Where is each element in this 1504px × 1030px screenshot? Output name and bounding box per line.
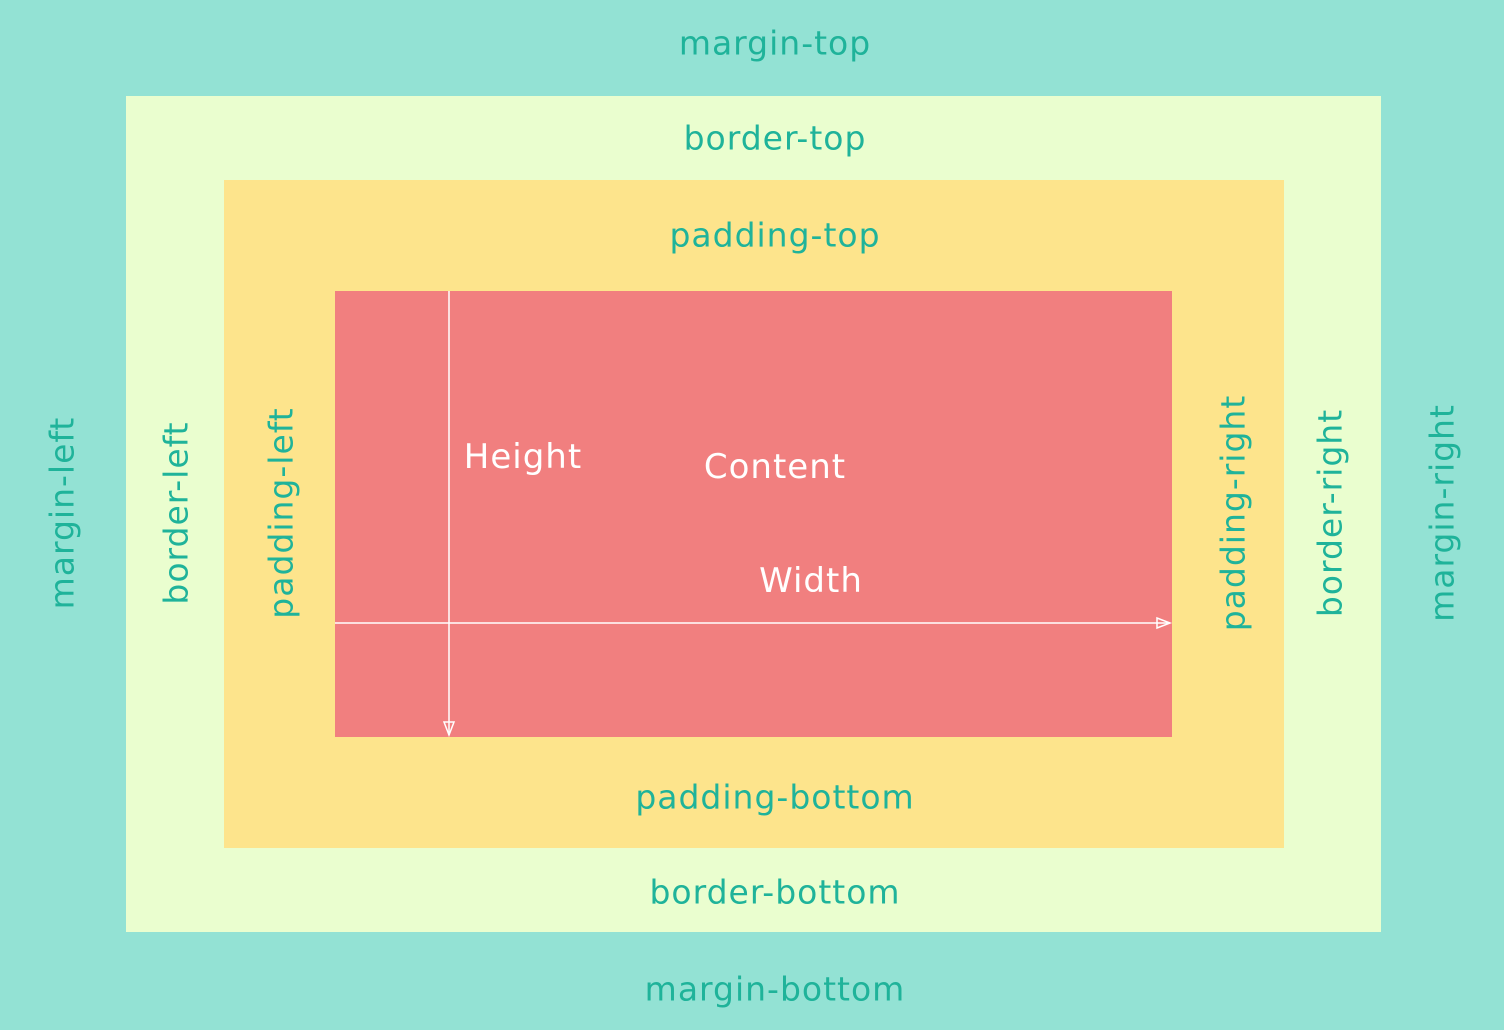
padding-left-label: padding-left: [261, 407, 301, 619]
height-label: Height: [463, 437, 583, 477]
border-bottom-label: border-bottom: [649, 872, 901, 912]
margin-right-label: margin-right: [1422, 404, 1462, 622]
margin-top-label: margin-top: [678, 23, 872, 63]
padding-top-label: padding-top: [669, 215, 881, 255]
border-top-label: border-top: [683, 118, 867, 158]
margin-bottom-label: margin-bottom: [644, 969, 906, 1009]
padding-bottom-label: padding-bottom: [635, 777, 915, 817]
border-right-label: border-right: [1310, 408, 1350, 618]
content-label: Content: [703, 447, 847, 487]
padding-right-label: padding-right: [1213, 394, 1253, 632]
width-label: Width: [759, 561, 863, 601]
content-area: [335, 291, 1172, 737]
margin-left-label: margin-left: [42, 416, 82, 610]
border-left-label: border-left: [156, 421, 196, 605]
